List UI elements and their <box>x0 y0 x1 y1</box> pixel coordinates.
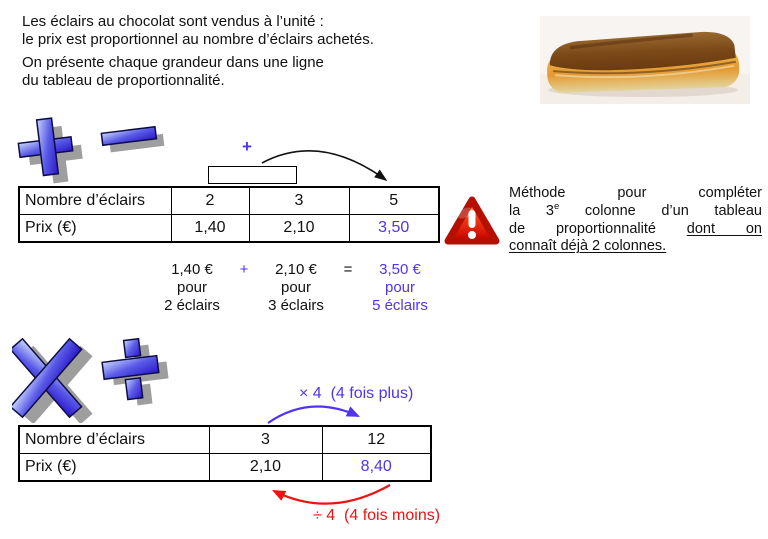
chocolate-eclair-photo <box>540 16 750 104</box>
cell-value: 2,10 <box>208 453 323 482</box>
row-label: Nombre d’éclairs <box>18 425 210 454</box>
sum-expression: 1,40 € pour 2 éclairs + 2,10 € pour 3 éc… <box>158 261 434 315</box>
proportion-table-addition: Nombre d’éclairs 2 3 5 Prix (€) 1,40 2,1… <box>18 186 440 243</box>
sum-bracket <box>208 166 297 184</box>
table-row: Nombre d’éclairs 3 12 <box>18 425 432 454</box>
sum-count: 5 éclairs <box>372 297 428 314</box>
cell-value: 1,40 <box>170 214 250 243</box>
table-row: Prix (€) 2,10 8,40 <box>18 453 432 482</box>
sum-count: 3 éclairs <box>268 297 324 314</box>
minus-icon <box>100 125 165 153</box>
cell-value: 2,10 <box>248 214 350 243</box>
warning-icon <box>444 196 500 245</box>
sum-count: 2 éclairs <box>164 297 220 314</box>
cell-value: 3 <box>208 425 323 454</box>
divide-arrow <box>272 484 391 505</box>
method-line: de proportionnalité dont on <box>509 220 762 237</box>
intro-text: Les éclairs au chocolat sont vendus à l’… <box>22 13 374 89</box>
plus-icon <box>17 117 83 184</box>
sum-amount: 3,50 € <box>379 261 421 278</box>
multiply-divide-icons <box>12 337 169 423</box>
intro-line: le prix est proportionnel au nombre d’éc… <box>22 30 374 48</box>
times-arrow <box>267 405 361 424</box>
cell-value: 3 <box>248 186 350 215</box>
sum-pour: pour <box>280 279 312 296</box>
method-line: Méthode pour compléter <box>509 185 762 201</box>
cell-value: 12 <box>321 425 432 454</box>
divide-label: ÷ 4 (4 fois moins) <box>313 507 441 524</box>
sum-pour: pour <box>176 279 208 296</box>
plus-minus-icons <box>17 117 165 184</box>
method-line: connaît déjà 2 colonnes. <box>509 238 667 255</box>
row-label: Nombre d’éclairs <box>18 186 172 215</box>
superscript-e: e <box>554 200 560 212</box>
table-row: Prix (€) 1,40 2,10 3,50 <box>18 214 440 243</box>
sum-result: 3,50 € pour 5 éclairs <box>366 261 434 315</box>
sum-term: 1,40 € pour 2 éclairs <box>158 261 226 315</box>
cell-value: 5 <box>348 186 440 215</box>
intro-line: Les éclairs au chocolat sont vendus à l’… <box>22 13 324 30</box>
sum-term: 2,10 € pour 3 éclairs <box>262 261 330 315</box>
cell-value: 2 <box>170 186 250 215</box>
sum-operator-plus: + <box>239 261 249 278</box>
row-label: Prix (€) <box>18 453 210 482</box>
method-line: la 3e colonne d’un tableau <box>509 200 762 219</box>
sum-operator-equals: = <box>343 261 353 278</box>
intro-line: On présente chaque grandeur dans une lig… <box>22 54 324 71</box>
cell-value-computed: 8,40 <box>321 453 432 482</box>
proportion-table-multiplication: Nombre d’éclairs 3 12 Prix (€) 2,10 8,40 <box>18 425 432 482</box>
times-label: × 4 (4 fois plus) <box>299 385 414 402</box>
addition-arrow <box>261 150 388 181</box>
intro-line: du tableau de proportionnalité. <box>22 71 225 89</box>
method-note: Méthode pour compléter la 3e colonne d’u… <box>509 185 762 256</box>
row-label: Prix (€) <box>18 214 172 243</box>
plus-operator: + <box>242 137 252 156</box>
table-row: Nombre d’éclairs 2 3 5 <box>18 186 440 215</box>
sum-pour: pour <box>384 279 416 296</box>
divide-icon <box>101 337 169 406</box>
sum-amount: 1,40 € <box>171 261 213 278</box>
cell-value-computed: 3,50 <box>348 214 440 243</box>
sum-amount: 2,10 € <box>275 261 317 278</box>
multiply-icon <box>12 337 93 423</box>
